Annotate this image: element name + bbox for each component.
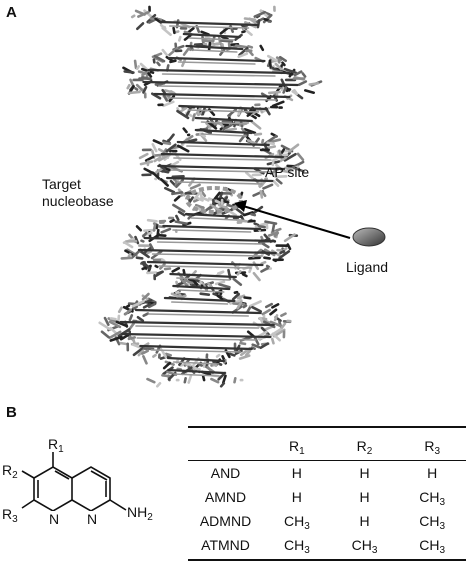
ligand-arrow bbox=[242, 205, 351, 239]
substituent-text: H bbox=[359, 489, 370, 505]
substituent-cell: H bbox=[331, 485, 399, 509]
substituent-cell: H bbox=[331, 461, 399, 486]
r1-subscript: 1 bbox=[58, 444, 64, 455]
header-text: R bbox=[424, 438, 435, 454]
substituent-subscript: 3 bbox=[304, 521, 310, 532]
substituent-subscript: 3 bbox=[439, 497, 446, 508]
r3-substituent: R3 bbox=[2, 506, 18, 525]
substituent-subscript: 3 bbox=[439, 545, 446, 556]
header-subscript: 1 bbox=[299, 446, 305, 457]
panel-b-label: B bbox=[6, 404, 17, 421]
r3-subscript: 3 bbox=[12, 514, 18, 525]
substituent-subscript: 3 bbox=[439, 521, 446, 532]
table-header-row: R1 R2 R3 bbox=[188, 426, 466, 461]
substituent-cell: CH3 bbox=[398, 533, 466, 561]
substituent-text: CH bbox=[419, 537, 440, 553]
ap-site-marker bbox=[185, 186, 243, 214]
substituent-text: H bbox=[359, 513, 370, 529]
substituent-text: H bbox=[291, 489, 302, 505]
ligand-icon bbox=[352, 227, 386, 247]
substituent-text: H bbox=[359, 465, 370, 481]
substituent-cell: H bbox=[263, 485, 331, 509]
nh2-letters: NH bbox=[127, 504, 148, 520]
dna-base-pairs bbox=[119, 20, 299, 377]
naphthyridine-structure bbox=[21, 452, 127, 512]
nh2-subscript: 2 bbox=[147, 512, 153, 523]
table-row: AND H H H bbox=[188, 461, 466, 486]
ap-site-label: AP site bbox=[265, 164, 310, 180]
substituent-subscript: 3 bbox=[304, 545, 310, 556]
header-subscript: 3 bbox=[434, 446, 440, 457]
target-nucleobase-label: Target nucleobase bbox=[42, 176, 114, 210]
table-row: AMND H H CH3 bbox=[188, 485, 466, 509]
header-text: R bbox=[289, 438, 300, 454]
r1-letter: R bbox=[48, 436, 59, 452]
r1-substituent: R1 bbox=[48, 436, 64, 455]
substituent-cell: CH3 bbox=[398, 485, 466, 509]
r2-subscript: 2 bbox=[12, 470, 18, 481]
dna-duplex-figure bbox=[98, 5, 386, 388]
r2-substituent: R2 bbox=[2, 462, 18, 481]
ligand-arrowhead bbox=[234, 200, 247, 212]
table-header-cell: R2 bbox=[330, 426, 399, 461]
substituent-cell: CH3 bbox=[330, 533, 399, 561]
table-header-cell: R3 bbox=[398, 426, 466, 461]
substituent-text: H bbox=[291, 465, 302, 481]
substituent-cell: CH3 bbox=[263, 509, 331, 533]
substituent-cell: CH3 bbox=[263, 533, 331, 561]
substituent-text: H bbox=[427, 465, 438, 481]
ligand-name-cell: AMND bbox=[204, 489, 247, 505]
substituent-text: CH bbox=[283, 513, 305, 529]
amino-group: NH2 bbox=[127, 504, 153, 523]
r3-letter: R bbox=[2, 506, 13, 522]
ligand-name-cell: ADMND bbox=[199, 513, 252, 529]
ligand-label: Ligand bbox=[346, 259, 389, 275]
substituent-text: CH bbox=[283, 537, 305, 553]
substituent-text: CH bbox=[419, 489, 440, 505]
substituent-text: CH bbox=[351, 537, 372, 553]
substituent-text: CH bbox=[419, 513, 440, 529]
ring-nitrogen-1: N bbox=[48, 511, 61, 527]
target-label-line2: nucleobase bbox=[42, 193, 114, 209]
substituent-subscript: 3 bbox=[371, 545, 378, 556]
panel-a-label: A bbox=[6, 4, 17, 21]
table-header-cell: R1 bbox=[263, 426, 331, 461]
header-text: R bbox=[356, 438, 367, 454]
ring-nitrogen-2: N bbox=[86, 511, 99, 527]
substituent-cell: CH3 bbox=[398, 509, 466, 533]
target-label-line1: Target bbox=[42, 176, 81, 192]
substituent-cell: H bbox=[331, 509, 399, 533]
r2-letter: R bbox=[2, 462, 13, 478]
substituent-cell: H bbox=[398, 461, 466, 486]
table-header-cell bbox=[188, 426, 264, 461]
header-subscript: 2 bbox=[366, 446, 373, 457]
ligand-name-cell: ATMND bbox=[188, 533, 264, 561]
ligand-name-cell: AND bbox=[210, 465, 241, 481]
substituent-cell: H bbox=[263, 461, 331, 486]
